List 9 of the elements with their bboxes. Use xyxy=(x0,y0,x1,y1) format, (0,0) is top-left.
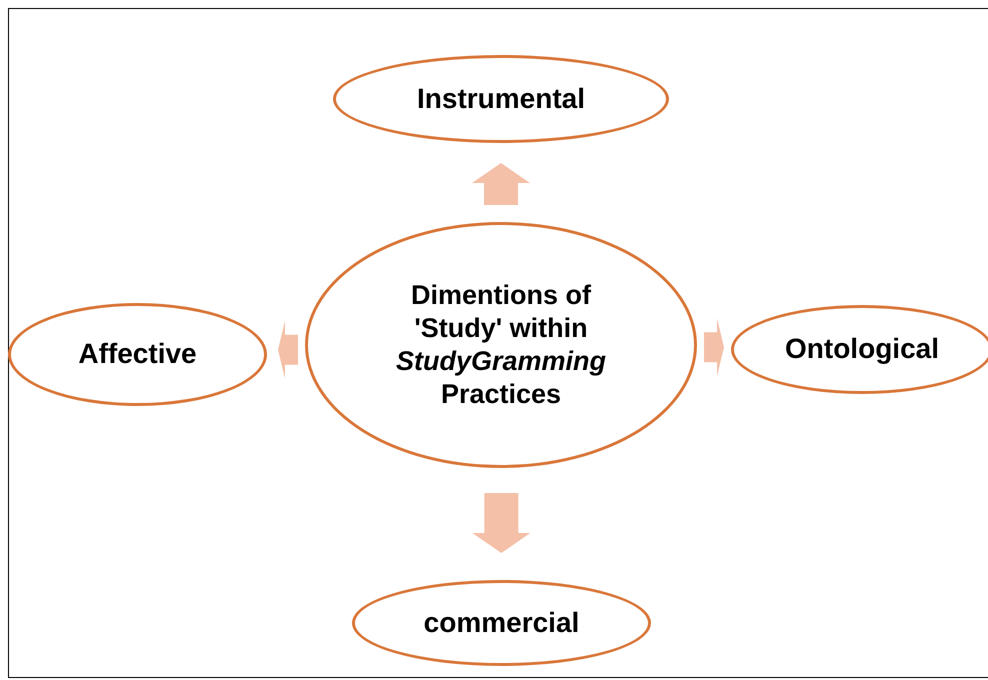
block-arrow xyxy=(472,493,530,553)
node-label: Dimentions of 'Study' within StudyGramming Practices xyxy=(394,279,608,411)
node-label: Affective xyxy=(77,337,198,372)
block-arrow xyxy=(704,318,724,376)
node-label: commercial xyxy=(422,606,580,640)
node-label: Instrumental xyxy=(416,82,586,116)
block-arrow xyxy=(472,163,530,205)
block-arrow xyxy=(278,320,298,379)
node-label: Ontological xyxy=(784,332,940,366)
